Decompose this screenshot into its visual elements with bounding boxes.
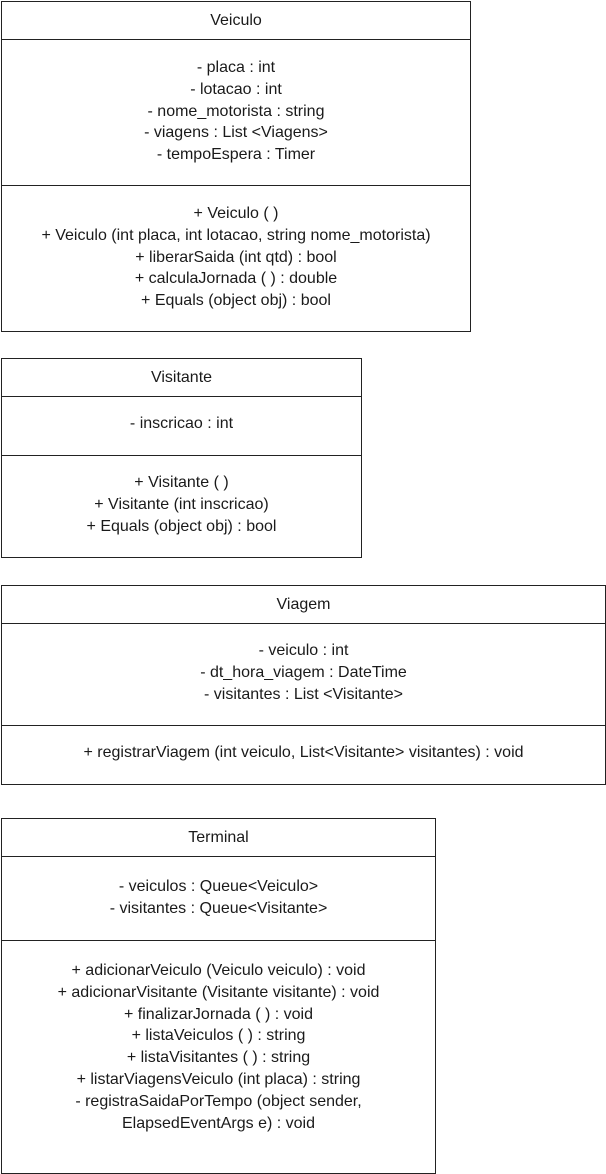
attributes-veiculo: - placa : int - lotacao : int - nome_mot…	[2, 40, 470, 186]
class-name-terminal: Terminal	[2, 819, 435, 857]
attribute: - dt_hora_viagem : DateTime	[200, 663, 407, 681]
attribute: - tempoEspera : Timer	[156, 146, 316, 164]
operation: + finalizarJornada ( ) : void	[124, 1005, 313, 1023]
class-box-terminal[interactable]: Terminal - veiculos : Queue<Veiculo> - v…	[1, 818, 436, 1174]
class-box-viagem[interactable]: Viagem - veiculo : int - dt_hora_viagem …	[1, 585, 606, 785]
attribute: - veiculos : Queue<Veiculo>	[118, 878, 319, 895]
class-box-visitante[interactable]: Visitante - inscricao : int + Visitante …	[1, 358, 362, 558]
class-box-veiculo[interactable]: Veiculo - placa : int - lotacao : int - …	[1, 1, 471, 332]
attributes-viagem: - veiculo : int - dt_hora_viagem : DateT…	[2, 624, 605, 726]
operations-viagem: + registrarViagem (int veiculo, List<Vis…	[2, 726, 605, 784]
attributes-visitante: - inscricao : int	[2, 397, 361, 456]
class-name-veiculo: Veiculo	[2, 2, 470, 40]
operation: + listarViagensVeiculo (int placa) : str…	[76, 1070, 361, 1088]
attributes-terminal: - veiculos : Queue<Veiculo> - visitantes…	[2, 857, 435, 941]
operation: + adicionarVisitante (Visitante visitant…	[57, 983, 380, 1001]
operation: + Veiculo ( )	[193, 205, 279, 222]
attribute: - placa : int	[196, 59, 276, 76]
operation: + listaVeiculos ( ) : string	[131, 1027, 306, 1045]
operation: + adicionarVeiculo (Veiculo veiculo) : v…	[71, 962, 366, 979]
operation: ElapsedEventArgs e) : void	[122, 1114, 315, 1132]
operation: + Equals (object obj) : bool	[141, 292, 331, 310]
attribute: - inscricao : int	[129, 415, 234, 432]
operation: + Visitante (int inscricao)	[94, 495, 269, 513]
operation: - registraSaidaPorTempo (object sender,	[75, 1092, 362, 1110]
class-name-visitante: Visitante	[2, 359, 361, 397]
operation: + Veiculo (int placa, int lotacao, strin…	[41, 226, 431, 244]
attribute: - lotacao : int	[190, 80, 282, 98]
operation: + listaVisitantes ( ) : string	[126, 1049, 311, 1067]
attribute: - visitantes : List <Visitante>	[204, 685, 403, 703]
operation: + registrarViagem (int veiculo, List<Vis…	[83, 744, 524, 761]
attribute: - veiculo : int	[258, 642, 349, 659]
operation: + Equals (object obj) : bool	[86, 517, 277, 535]
attribute: - nome_motorista : string	[147, 102, 325, 120]
operations-visitante: + Visitante ( ) + Visitante (int inscric…	[2, 456, 361, 557]
class-name-viagem: Viagem	[2, 586, 605, 624]
operation: + liberarSaida (int qtd) : bool	[135, 248, 337, 266]
operation: + calculaJornada ( ) : double	[134, 270, 338, 288]
operation: + Visitante ( )	[134, 474, 229, 491]
attribute: - viagens : List <Viagens>	[144, 124, 328, 142]
attribute: - visitantes : Queue<Visitante>	[109, 899, 328, 917]
operations-terminal: + adicionarVeiculo (Veiculo veiculo) : v…	[2, 941, 435, 1173]
operations-veiculo: + Veiculo ( ) + Veiculo (int placa, int …	[2, 186, 470, 331]
